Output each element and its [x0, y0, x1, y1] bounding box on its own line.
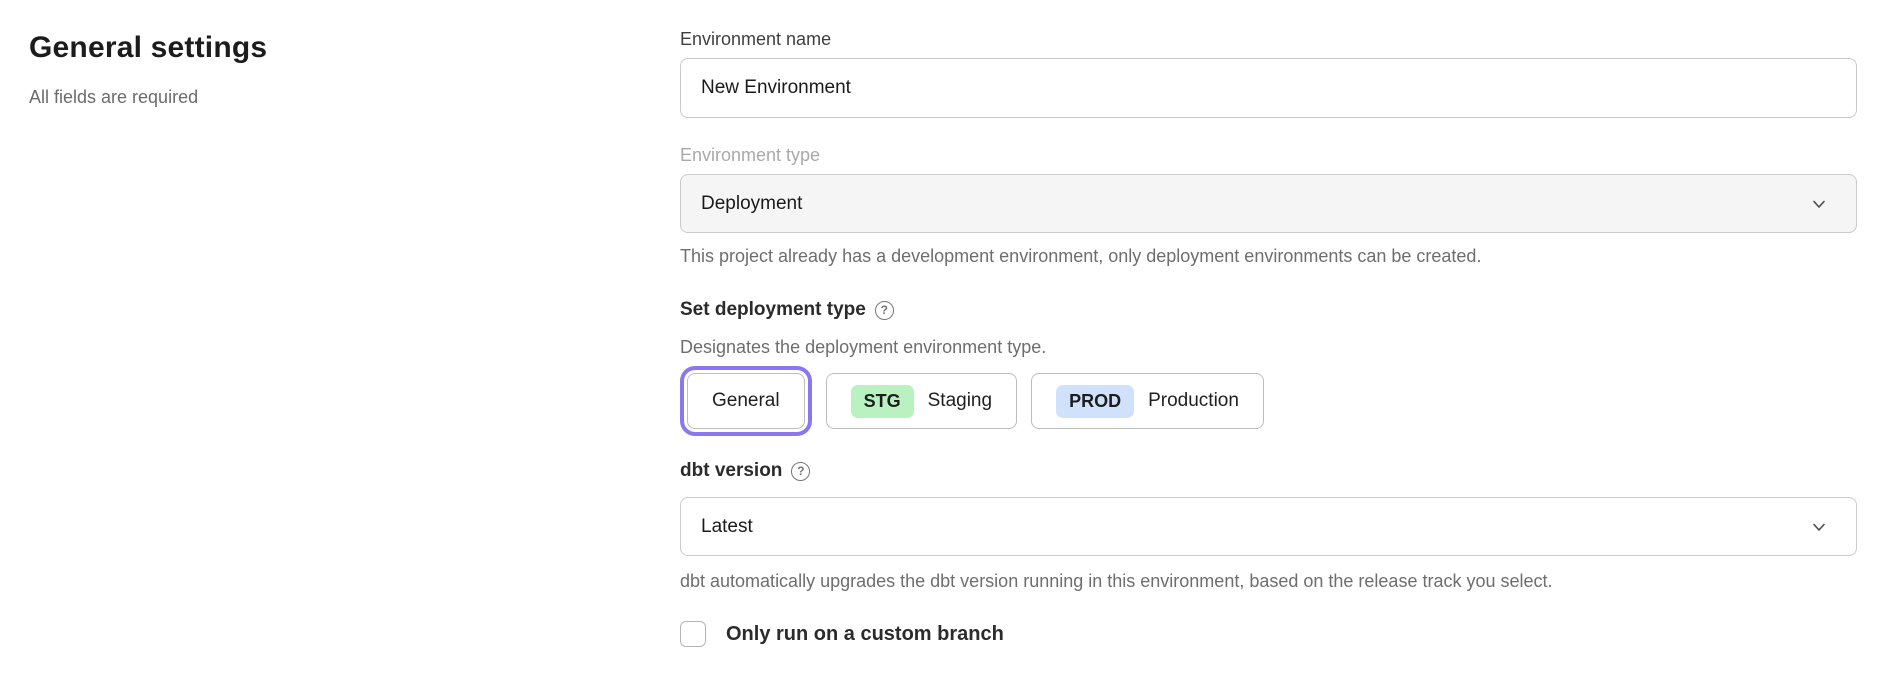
deployment-type-production-button[interactable]: PROD Production [1031, 373, 1264, 429]
environment-name-label: Environment name [680, 29, 832, 49]
dbt-version-select[interactable]: Latest [680, 497, 1857, 556]
deployment-type-production-label: Production [1148, 390, 1239, 411]
environment-type-select: Deployment [680, 174, 1857, 233]
custom-branch-checkbox[interactable] [680, 621, 706, 647]
help-icon[interactable]: ? [791, 461, 811, 481]
deployment-type-general-button[interactable]: General [687, 373, 805, 429]
deployment-type-description: Designates the deployment environment ty… [680, 337, 1047, 357]
environment-name-input[interactable]: New Environment [680, 58, 1857, 118]
dbt-version-title: dbt version [680, 460, 783, 481]
environment-form: Environment name New Environment Environ… [680, 0, 1857, 678]
chevron-down-icon [1813, 523, 1825, 531]
environment-type-helper: This project already has a development e… [680, 246, 1482, 266]
staging-badge: STG [850, 384, 914, 418]
environment-name-value: New Environment [701, 77, 851, 98]
deployment-type-staging-label: Staging [927, 390, 993, 411]
production-badge: PROD [1056, 384, 1135, 418]
deployment-type-general-label: General [712, 390, 780, 411]
settings-header: General settings All fields are required [0, 0, 680, 678]
environment-type-label: Environment type [680, 145, 821, 165]
custom-branch-label: Only run on a custom branch [726, 622, 1004, 645]
dbt-version-value: Latest [701, 515, 753, 537]
deployment-type-header: Set deployment type ? [680, 298, 1857, 322]
page-title: General settings [29, 31, 268, 64]
deployment-type-staging-button[interactable]: STG Staging [825, 373, 1018, 429]
dbt-version-helper: dbt automatically upgrades the dbt versi… [680, 571, 1553, 591]
page-subtitle: All fields are required [29, 87, 199, 107]
custom-branch-row: Only run on a custom branch [680, 621, 1857, 647]
environment-type-value: Deployment [701, 192, 803, 214]
deployment-type-title: Set deployment type [680, 299, 866, 320]
chevron-down-icon [1813, 200, 1825, 208]
deployment-type-options: General STG Staging PROD Production [680, 373, 1857, 429]
dbt-version-header: dbt version ? [680, 459, 1857, 483]
help-icon[interactable]: ? [874, 300, 894, 320]
